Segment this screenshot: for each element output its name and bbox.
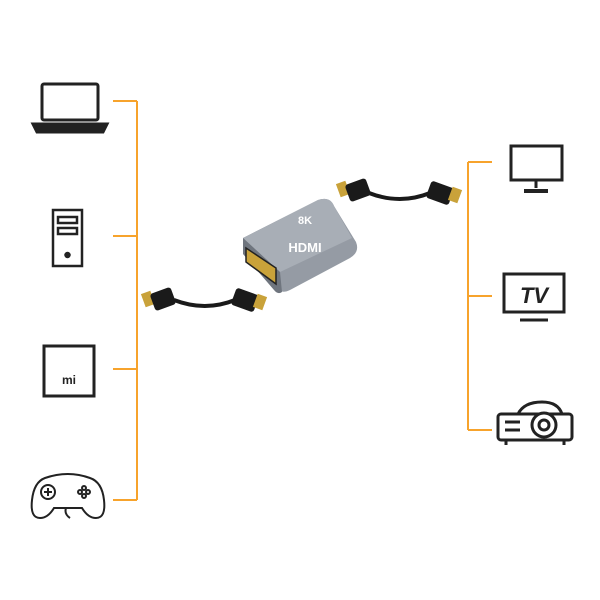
- left-hdmi-cable: [140, 287, 268, 312]
- adapter-hdmi-label: HDMI: [288, 240, 321, 255]
- monitor-icon: [509, 144, 564, 193]
- hdmi-coupler-adapter: 8K HDMI: [243, 198, 358, 294]
- tv-text: TV: [520, 283, 550, 308]
- adapter-8k-label: 8K: [298, 215, 312, 227]
- tv-icon: TV: [502, 272, 566, 322]
- right-hdmi-cable: [335, 178, 463, 205]
- gamepad-icon: [30, 473, 106, 520]
- mi-logo-text: mi: [62, 373, 76, 387]
- desktop-tower-icon: [51, 208, 84, 268]
- projector-icon: [496, 400, 574, 445]
- mi-box-icon: mi: [42, 344, 96, 398]
- laptop-icon: [30, 82, 110, 134]
- right-bracket: [467, 161, 492, 431]
- left-bracket: [113, 100, 138, 501]
